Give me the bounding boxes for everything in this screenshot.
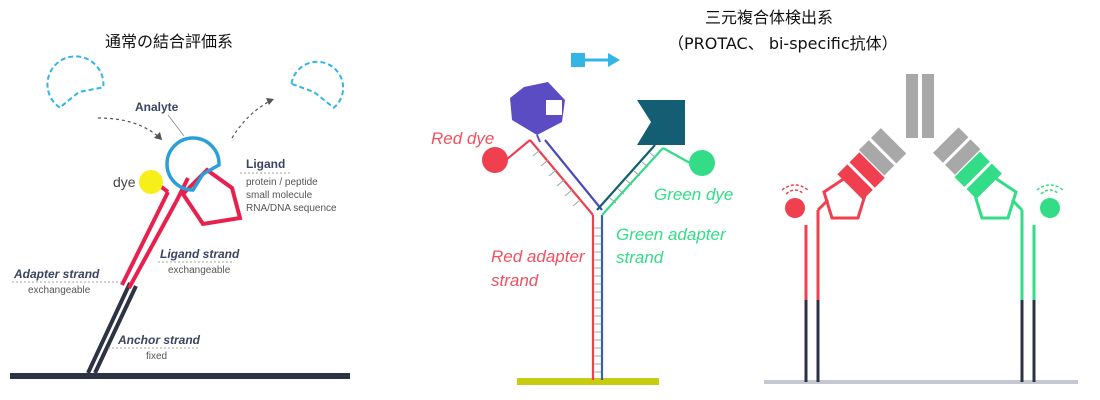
red-dye-label: Red dye bbox=[431, 129, 494, 148]
ligand-label: Ligand bbox=[246, 157, 285, 171]
left-arm-rungs bbox=[532, 149, 581, 207]
green-dye-label: Green dye bbox=[654, 185, 733, 204]
ligand-desc-1: protein / peptide bbox=[246, 177, 318, 188]
right-panel bbox=[764, 74, 1078, 384]
right-signal-arc-1 bbox=[1040, 189, 1060, 195]
red-dye-circle bbox=[482, 147, 508, 173]
right-green-pentagon bbox=[972, 176, 1018, 220]
left-panel: Analyte dye Ligand protein / peptide sma… bbox=[10, 55, 350, 379]
ligand-desc-3: RNA/DNA sequence bbox=[246, 203, 337, 214]
green-adapter-label-2: strand bbox=[616, 248, 664, 267]
binding-arrow bbox=[97, 117, 163, 141]
right-green-link bbox=[1010, 198, 1024, 212]
purple-ligand-notch bbox=[546, 100, 562, 115]
left-signal-arc-2 bbox=[781, 184, 809, 191]
antibody-stem-right bbox=[922, 74, 934, 138]
ligand-pentagon bbox=[180, 167, 243, 227]
green-adapter-label-1: Green adapter bbox=[616, 225, 727, 244]
free-analyte-right bbox=[290, 60, 345, 110]
anchor-strand-label: Anchor strand bbox=[117, 333, 201, 347]
red-dye-linker bbox=[505, 139, 531, 161]
purple-ligand bbox=[510, 82, 565, 135]
analyte-leader bbox=[167, 114, 185, 137]
right-green-dye bbox=[1040, 198, 1060, 218]
arrow-icon-box bbox=[571, 53, 585, 67]
release-arrowhead bbox=[266, 98, 274, 105]
dye-circle bbox=[139, 170, 163, 194]
antibody-stem-left bbox=[906, 74, 918, 138]
right-arm-rungs bbox=[609, 152, 657, 204]
purple-arm bbox=[544, 139, 603, 211]
release-arrow bbox=[231, 99, 273, 139]
teal-arm bbox=[596, 144, 656, 211]
left-red-pentagon bbox=[822, 176, 868, 220]
analyte-label: Analyte bbox=[135, 100, 179, 114]
surface-base-right bbox=[764, 380, 1078, 384]
green-dye-linker bbox=[662, 147, 691, 164]
middle-panel: Red dye Green dye Red adapter strand Gre… bbox=[431, 53, 733, 385]
adapter-strand-label: Adapter strand bbox=[13, 267, 100, 281]
ligand-strand-line bbox=[127, 201, 178, 289]
surface-base-middle bbox=[517, 378, 659, 385]
arrow-icon-head bbox=[608, 53, 620, 67]
adapter-strand-line bbox=[120, 191, 170, 286]
teal-ligand bbox=[637, 100, 685, 145]
green-arm bbox=[601, 147, 664, 216]
right-signal-arc-2 bbox=[1036, 184, 1064, 191]
ligand-strand-label: Ligand strand bbox=[160, 247, 240, 261]
bound-analyte-shape bbox=[165, 136, 221, 192]
left-red-dye bbox=[785, 198, 805, 218]
left-signal-arc-1 bbox=[785, 189, 805, 195]
stem-rungs bbox=[594, 227, 601, 373]
ligand-strand-desc: exchangeable bbox=[168, 265, 231, 276]
anchor-strand-line bbox=[93, 285, 138, 374]
right-panel-subtitle: （PROTAC、 bi-specific抗体） bbox=[668, 34, 898, 53]
free-analyte-left bbox=[46, 55, 105, 109]
ligand-strand-tip bbox=[174, 177, 190, 203]
antibody-right-gray bbox=[933, 127, 981, 175]
dye-label: dye bbox=[113, 174, 136, 190]
red-adapter-label-2: strand bbox=[491, 271, 539, 290]
left-red-link bbox=[816, 198, 830, 212]
binding-arrowhead bbox=[154, 132, 162, 140]
surface-base bbox=[10, 373, 350, 379]
left-panel-title: 通常の結合評価系 bbox=[105, 32, 234, 51]
purple-ligand-link bbox=[536, 134, 541, 143]
right-panel-title: 三元複合体検出系 bbox=[705, 8, 834, 27]
anchor-strand-desc: fixed bbox=[146, 351, 167, 362]
anchor-strand-line bbox=[86, 282, 132, 374]
ligand-desc-2: small molecule bbox=[246, 190, 313, 201]
red-adapter-label-1: Red adapter bbox=[491, 247, 586, 266]
green-dye-circle bbox=[689, 150, 715, 176]
antibody-left-gray bbox=[858, 128, 907, 176]
red-arm bbox=[529, 139, 594, 216]
adapter-strand-desc: exchangeable bbox=[28, 285, 91, 296]
